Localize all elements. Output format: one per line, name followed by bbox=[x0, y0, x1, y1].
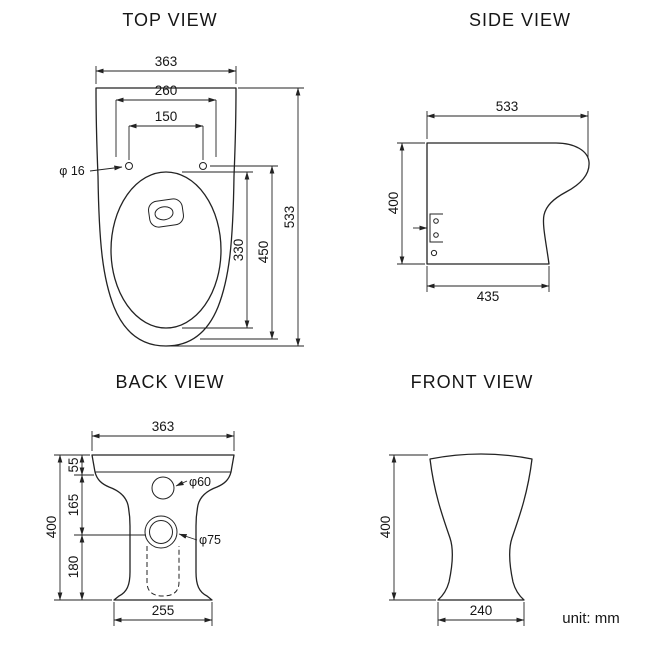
top-view: TOP VIEW 363 260 150 bbox=[59, 10, 304, 347]
front-view: FRONT VIEW 400 240 bbox=[378, 372, 533, 626]
dim-label: 363 bbox=[155, 54, 178, 69]
dim-top-overall-depth: 533 bbox=[168, 87, 304, 347]
dim-top-overall-width: 363 bbox=[95, 54, 237, 84]
mounting-detail bbox=[413, 213, 443, 257]
dim-side-height: 400 bbox=[386, 142, 425, 265]
bracket-outline bbox=[429, 213, 443, 243]
bowl-opening bbox=[110, 171, 222, 329]
flush-outlet bbox=[148, 198, 184, 228]
inlet-hole bbox=[151, 476, 175, 500]
side-view: SIDE VIEW 533 400 bbox=[386, 10, 590, 304]
dim-top-bowl-depth: 450 bbox=[200, 165, 278, 340]
front-view-title: FRONT VIEW bbox=[411, 372, 534, 392]
front-view-drawing bbox=[429, 453, 533, 601]
dim-label: 533 bbox=[496, 99, 519, 114]
outlet-hole-inner bbox=[149, 520, 173, 544]
dim-label: 260 bbox=[155, 83, 178, 98]
dim-top-hole-spacing: 150 bbox=[128, 109, 204, 160]
toilet-top-outline bbox=[95, 87, 237, 347]
outlet-rect bbox=[148, 198, 184, 228]
dim-label: 533 bbox=[282, 206, 297, 229]
unit-label: unit: mm bbox=[562, 610, 620, 627]
dim-back-base-width: 255 bbox=[113, 602, 213, 626]
bracket-hole-top bbox=[433, 218, 439, 224]
top-view-title: TOP VIEW bbox=[122, 10, 217, 30]
label-hole-diameter: φ 16 bbox=[59, 164, 123, 178]
label-inlet-diameter: φ60 bbox=[175, 475, 211, 489]
bracket-hole-bottom bbox=[433, 232, 439, 238]
side-view-drawing bbox=[413, 142, 590, 265]
dim-side-base-depth: 435 bbox=[426, 266, 550, 304]
toilet-back-outline bbox=[91, 454, 235, 601]
dim-side-overall-depth: 533 bbox=[426, 99, 589, 157]
dim-label: 180 bbox=[66, 556, 81, 579]
dim-label: 55 bbox=[66, 457, 81, 472]
leader-line bbox=[178, 533, 198, 541]
dim-back-height: 400 bbox=[44, 454, 63, 601]
dim-label: 240 bbox=[470, 603, 493, 618]
outlet-hole-outer bbox=[144, 515, 178, 549]
dim-label: 400 bbox=[44, 516, 59, 539]
dim-label: φ60 bbox=[189, 475, 211, 489]
dim-back-width: 363 bbox=[91, 419, 235, 451]
label-outlet-diameter: φ75 bbox=[178, 533, 221, 547]
dim-label: 363 bbox=[152, 419, 175, 434]
top-view-drawing bbox=[95, 87, 237, 347]
side-view-title: SIDE VIEW bbox=[469, 10, 571, 30]
dim-label: φ75 bbox=[199, 533, 221, 547]
dim-label: 435 bbox=[477, 289, 500, 304]
dim-top-opening-depth: 330 bbox=[182, 171, 253, 329]
leader-line bbox=[89, 165, 123, 172]
back-view: BACK VIEW 363 55 165 bbox=[44, 372, 235, 626]
toilet-front-outline bbox=[429, 453, 533, 601]
dim-label: φ 16 bbox=[59, 164, 85, 178]
dim-front-height: 400 bbox=[378, 454, 436, 601]
dim-label: 330 bbox=[231, 239, 246, 262]
back-view-drawing bbox=[91, 454, 235, 601]
dim-label: 450 bbox=[256, 241, 271, 264]
leader-line bbox=[175, 480, 188, 487]
hinge-hole-right bbox=[199, 162, 207, 170]
outlet-hole bbox=[154, 206, 174, 221]
dim-label: 165 bbox=[66, 494, 81, 517]
dim-back-segment-bottom: 180 bbox=[66, 534, 85, 601]
dim-back-segment-middle: 165 bbox=[66, 474, 85, 536]
dim-label: 400 bbox=[386, 192, 401, 215]
dim-label: 255 bbox=[152, 603, 175, 618]
toilet-side-outline bbox=[426, 142, 590, 265]
dim-label: 150 bbox=[155, 109, 178, 124]
back-view-title: BACK VIEW bbox=[115, 372, 224, 392]
dim-label: 400 bbox=[378, 516, 393, 539]
dim-back-segment-top: 55 bbox=[66, 454, 85, 476]
dim-top-seat-width: 260 bbox=[115, 83, 217, 157]
hinge-hole-left bbox=[125, 162, 133, 170]
trapway-hidden-outline bbox=[146, 546, 180, 597]
dim-front-base-width: 240 bbox=[437, 602, 525, 626]
fixing-hole bbox=[430, 249, 438, 257]
